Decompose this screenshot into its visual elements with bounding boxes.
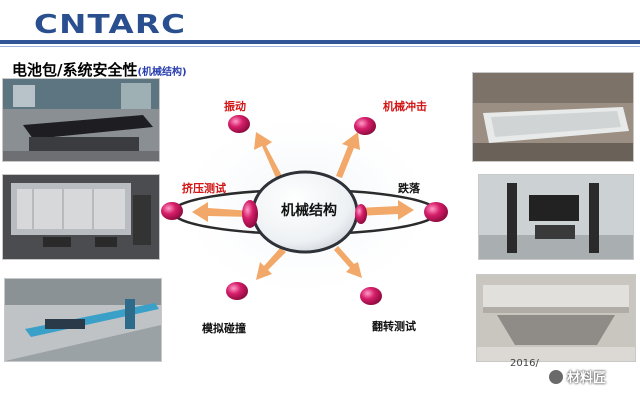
photo-impact-rig bbox=[472, 72, 634, 162]
photo-flip-rig-art bbox=[477, 275, 635, 361]
page-title-main: 电池包/系统安全性 bbox=[12, 61, 138, 79]
watermark-text: 材料匠 bbox=[567, 371, 607, 386]
photo-crash-track-art bbox=[5, 279, 161, 361]
header-band-thin bbox=[0, 46, 640, 47]
arrow-flip bbox=[334, 246, 362, 278]
arrow-drop bbox=[358, 200, 414, 220]
photo-crash-track bbox=[4, 278, 162, 362]
arrow-squeeze bbox=[192, 202, 252, 222]
label-impact: 机械冲击 bbox=[383, 100, 427, 113]
node-crash bbox=[226, 282, 248, 300]
company-logo: CNTARC bbox=[34, 10, 187, 40]
photo-vibration-rig bbox=[2, 78, 160, 162]
node-squeeze bbox=[161, 202, 183, 220]
photo-flip-rig bbox=[476, 274, 636, 362]
center-label: 机械结构 bbox=[281, 203, 337, 219]
wechat-icon bbox=[548, 368, 564, 385]
node-flip bbox=[360, 287, 382, 305]
arrow-crash bbox=[256, 248, 286, 280]
photo-drop-rig bbox=[478, 174, 634, 260]
photo-squeeze-rig bbox=[2, 174, 160, 260]
ring-lobe-left bbox=[242, 200, 258, 228]
page-title: 电池包/系统安全性(机械结构) bbox=[12, 59, 187, 80]
arrow-vibration bbox=[254, 132, 282, 178]
header-band bbox=[0, 40, 640, 44]
photo-drop-rig-art bbox=[479, 175, 633, 259]
node-drop bbox=[424, 202, 448, 222]
label-squeeze: 挤压测试 bbox=[182, 182, 226, 195]
watermark: 材料匠 bbox=[548, 367, 606, 386]
label-drop: 跌落 bbox=[398, 182, 420, 195]
node-vibration bbox=[228, 115, 250, 133]
footer-date: 2016/ bbox=[510, 358, 539, 369]
ring-lobe-right bbox=[355, 204, 367, 224]
label-vibration: 振动 bbox=[224, 100, 246, 113]
node-impact bbox=[354, 117, 376, 135]
photo-impact-rig-art bbox=[473, 73, 633, 161]
page-title-sub: (机械结构) bbox=[137, 67, 187, 78]
label-flip: 翻转测试 bbox=[372, 320, 416, 333]
label-crash: 模拟碰撞 bbox=[202, 322, 246, 335]
photo-vibration-rig-art bbox=[3, 79, 159, 161]
photo-squeeze-rig-art bbox=[3, 175, 159, 259]
arrow-impact bbox=[336, 132, 360, 178]
